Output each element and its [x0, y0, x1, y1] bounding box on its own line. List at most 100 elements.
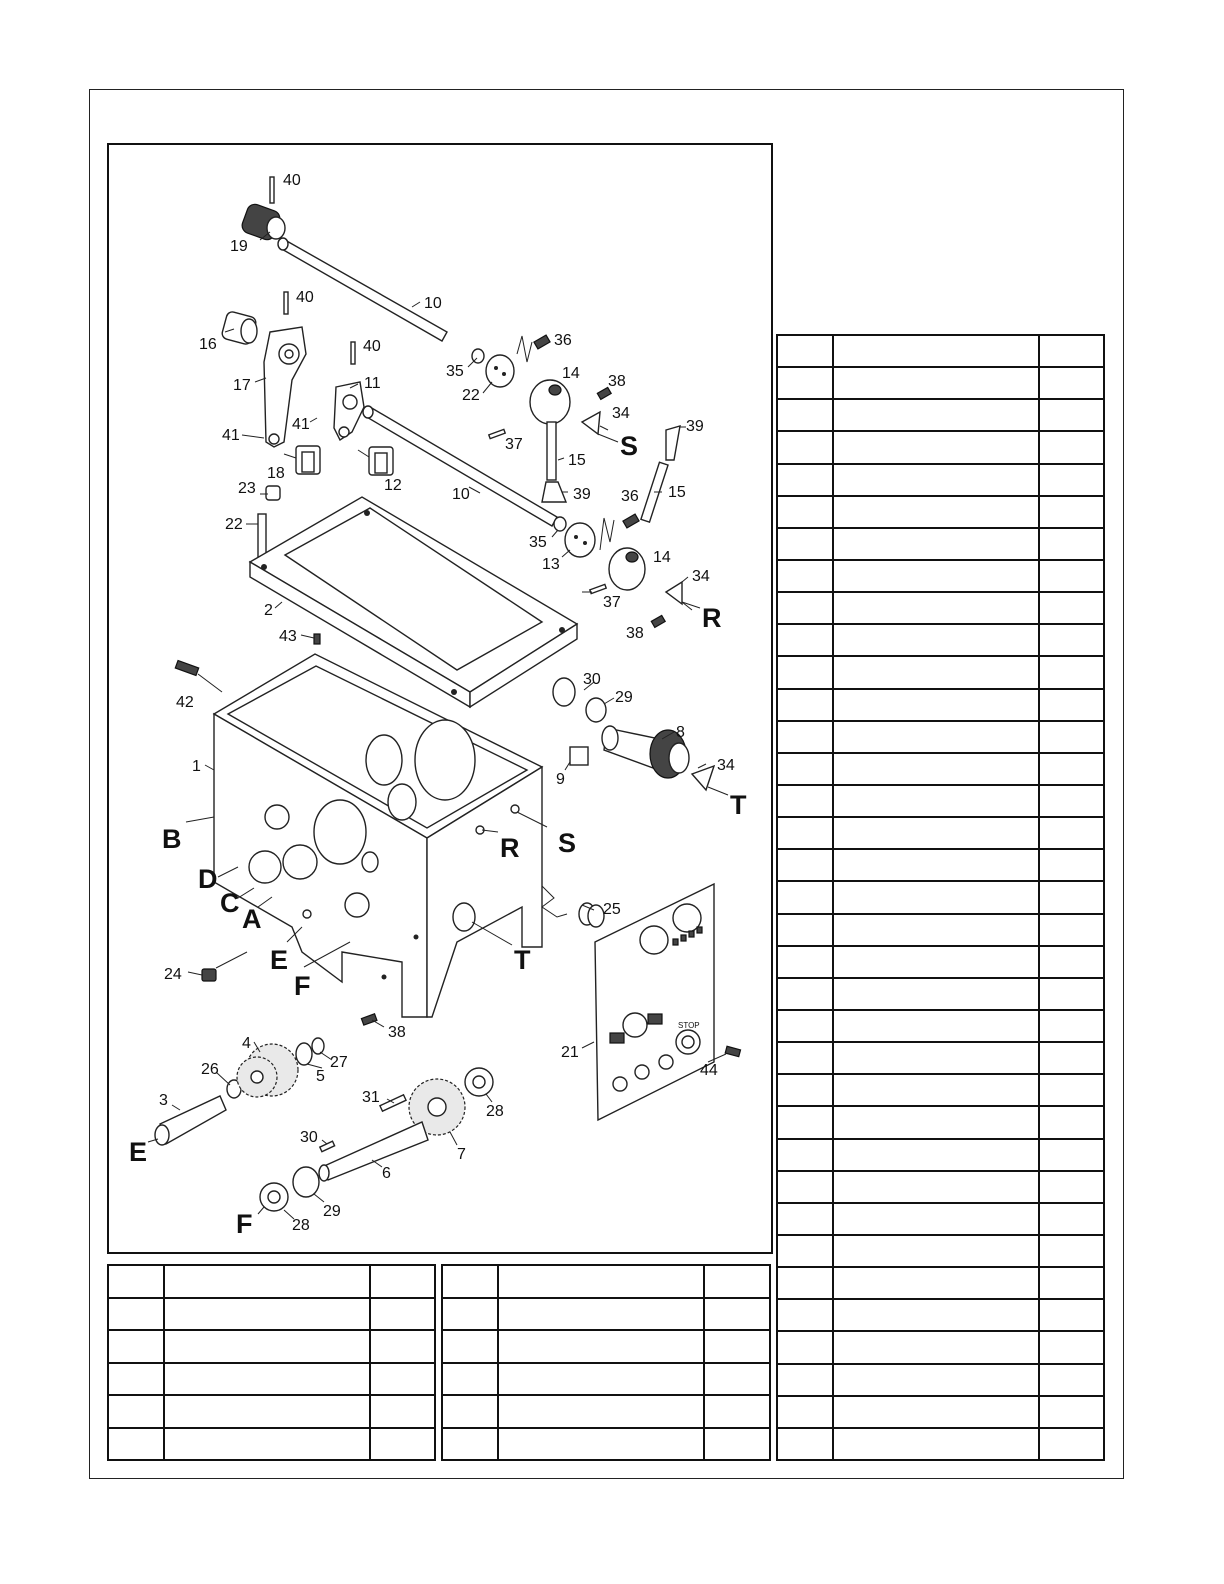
cell-qty [1037, 494, 1106, 529]
page-frame [89, 89, 1124, 1479]
index-letter: R [500, 833, 520, 863]
table-row [776, 526, 1106, 561]
knob-34-upper [580, 410, 601, 436]
cell-description [162, 1264, 371, 1299]
cell-description [831, 912, 1040, 947]
table-row [776, 1394, 1106, 1429]
cell-qty [703, 1361, 771, 1396]
screw-38-lower [650, 614, 667, 629]
gearbox-housing-1 [212, 653, 544, 1018]
callout: 4 [242, 1035, 251, 1052]
cell-description [831, 976, 1040, 1011]
table-row [441, 1329, 771, 1364]
cell-qty [1037, 398, 1106, 433]
cell-no [776, 333, 834, 369]
cell-qty [703, 1264, 771, 1299]
table-row [776, 1105, 1106, 1140]
cell-description [831, 1008, 1040, 1044]
cell-qty [368, 1296, 437, 1331]
cell-description [831, 687, 1040, 722]
table-row [107, 1361, 437, 1396]
pin-40-top [269, 176, 275, 204]
cell-qty [1037, 1137, 1106, 1172]
cell-description [496, 1329, 706, 1364]
callout: 28 [292, 1217, 310, 1234]
pin-40-mid [283, 291, 289, 315]
table-row [776, 655, 1106, 690]
svg-text:STOP: STOP [678, 1021, 700, 1030]
bearing-28-lower [259, 1182, 289, 1212]
cell-description [831, 398, 1040, 433]
callout: 30 [300, 1129, 318, 1146]
cell-description [162, 1361, 371, 1396]
callout: 36 [554, 332, 572, 349]
table-row [776, 366, 1106, 401]
lever-17 [263, 326, 307, 448]
callout: 11 [364, 375, 381, 392]
table-row [441, 1264, 771, 1299]
cell-description [831, 1105, 1040, 1140]
shaft-6 [318, 1121, 429, 1182]
index-letter: F [236, 1209, 253, 1239]
parts-table-middle [441, 1264, 771, 1461]
cell-description [831, 623, 1040, 658]
cell-no [776, 398, 834, 433]
leader-lines [147, 231, 729, 1220]
callout: 14 [562, 365, 580, 382]
callout: 37 [603, 594, 621, 611]
block-9 [569, 746, 589, 766]
cell-qty [1037, 912, 1106, 947]
callout: 40 [283, 172, 301, 189]
callout: 18 [267, 465, 285, 482]
cell-no [776, 1266, 834, 1301]
cell-qty [1037, 1233, 1106, 1269]
cell-description [831, 333, 1040, 369]
callout: 40 [363, 338, 381, 355]
cell-qty [1037, 816, 1106, 851]
ring-27 [311, 1037, 325, 1055]
callout: 34 [717, 757, 735, 774]
cell-description [162, 1296, 371, 1331]
table-row [441, 1361, 771, 1396]
gear-19 [241, 203, 286, 241]
callout: 9 [556, 771, 565, 788]
cell-qty [703, 1329, 771, 1364]
cell-no [107, 1394, 165, 1429]
cell-description [831, 783, 1040, 819]
table-row [107, 1264, 437, 1299]
cell-no [776, 623, 834, 658]
callout: 31 [362, 1089, 380, 1106]
screw-36-lower [622, 513, 640, 529]
cell-description [496, 1394, 706, 1429]
cell-description [831, 1426, 1040, 1462]
cell-no [776, 558, 834, 594]
table-row [776, 944, 1106, 979]
cell-no [441, 1361, 499, 1396]
parts-table-left [107, 1264, 437, 1461]
cell-description [831, 816, 1040, 851]
cell-no [776, 1233, 834, 1269]
callout: 38 [388, 1024, 406, 1041]
washer-29 [292, 1166, 320, 1198]
callout: 30 [583, 671, 601, 688]
cap-23 [265, 485, 281, 501]
shaft-10-lower [362, 405, 558, 527]
callout: 23 [238, 480, 256, 497]
index-letter: A [242, 904, 262, 934]
table-row [776, 848, 1106, 883]
index-letter: F [294, 971, 311, 1001]
cell-qty [1037, 526, 1106, 561]
callout: 5 [316, 1068, 325, 1085]
table-row [776, 1169, 1106, 1204]
cell-description [831, 1233, 1040, 1269]
cell-qty [368, 1361, 437, 1396]
table-row [776, 976, 1106, 1011]
callout: 12 [384, 477, 402, 494]
screw-38-bottom [360, 1013, 378, 1026]
table-row [776, 783, 1106, 819]
table-row [441, 1426, 771, 1461]
knob-34-lower [664, 580, 683, 606]
table-row [776, 1298, 1106, 1333]
cell-qty [368, 1264, 437, 1299]
knob-34-sleeve [690, 764, 716, 792]
